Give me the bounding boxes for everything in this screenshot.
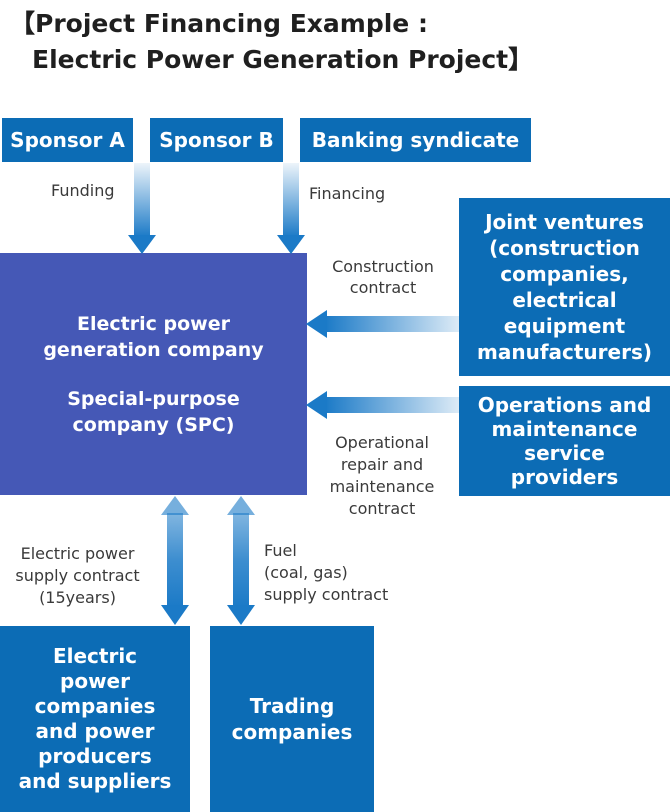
power-supply-contract-label: Electric power supply contract (15years) (15, 544, 140, 607)
funding-label: Funding (51, 181, 115, 200)
diagram-title: 【Project Financing Example : Electric Po… (10, 6, 533, 78)
spc-purpose-label: Special-purpose company (SPC) (67, 387, 240, 436)
trading-companies-label: Trading companies (231, 694, 353, 744)
spc-company-label: Electric power generation company (43, 312, 264, 361)
sponsor-a-label: Sponsor A (10, 128, 125, 152)
title-line-1: 【Project Financing Example : (10, 9, 428, 38)
construction-arrow (306, 310, 459, 338)
title-line-2: Electric Power Generation Project】 (32, 45, 534, 74)
operational-arrow (306, 391, 459, 419)
financing-arrow (277, 163, 305, 254)
power-supply-arrow (161, 496, 189, 625)
sponsor-b-label: Sponsor B (159, 128, 274, 152)
joint-ventures-box: Joint ventures (construction companies, … (459, 198, 670, 376)
spc-box: Electric power generation company Specia… (0, 253, 307, 495)
power-companies-label: Electric power companies and power produ… (18, 644, 172, 793)
operations-box: Operations and maintenance service provi… (459, 386, 670, 496)
joint-ventures-label: Joint ventures (construction companies, … (477, 210, 652, 364)
banking-syndicate-box: Banking syndicate (300, 118, 531, 162)
fuel-supply-arrow (227, 496, 255, 625)
construction-contract-label: Construction contract (332, 257, 434, 297)
trading-companies-box: Trading companies (210, 626, 374, 812)
sponsor-a-box: Sponsor A (2, 118, 133, 162)
power-companies-box: Electric power companies and power produ… (0, 626, 190, 812)
funding-arrow (128, 163, 156, 254)
operations-label: Operations and maintenance service provi… (477, 393, 652, 489)
financing-label: Financing (309, 184, 386, 203)
operational-contract-label: Operational repair and maintenance contr… (329, 433, 435, 518)
fuel-supply-contract-label: Fuel (coal, gas) supply contract (264, 541, 389, 604)
sponsor-b-box: Sponsor B (150, 118, 283, 162)
banking-syndicate-label: Banking syndicate (311, 128, 520, 152)
